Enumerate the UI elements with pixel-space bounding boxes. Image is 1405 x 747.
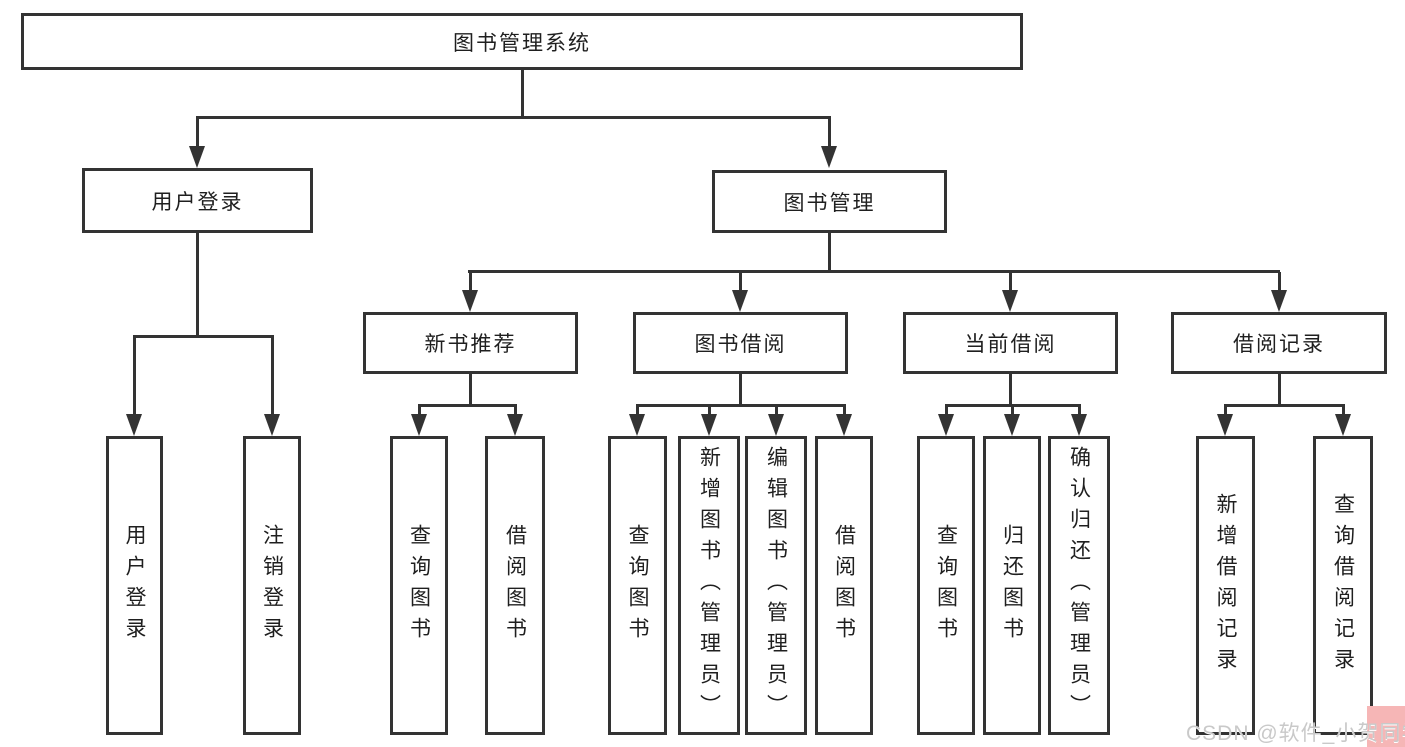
node-bb-query-books: 查询图书 [608, 436, 667, 735]
watermark-highlight [1367, 706, 1405, 747]
connector-line [1011, 406, 1014, 416]
connector-line [1078, 406, 1081, 416]
connector-line [521, 68, 524, 118]
arrowhead-down [821, 146, 837, 168]
connector-line [1224, 406, 1227, 416]
arrowhead-down [629, 414, 645, 436]
node-logout-login: 注销登录 [243, 436, 301, 735]
connector-line [1278, 374, 1281, 406]
arrowhead-down [1071, 414, 1087, 436]
connector-line [468, 270, 1280, 273]
arrowhead-down [1004, 414, 1020, 436]
node-br-add-record: 新增借阅记录 [1196, 436, 1255, 735]
watermark: CSDN @软件_小贺同学 [1186, 722, 1405, 745]
arrowhead-down [126, 414, 142, 436]
connector-line [636, 404, 846, 407]
node-cb-query-books: 查询图书 [917, 436, 975, 735]
arrowhead-down [732, 290, 748, 312]
connector-line [739, 374, 742, 406]
node-nbr-borrow-books: 借阅图书 [485, 436, 545, 735]
arrowhead-down [462, 290, 478, 312]
connector-line [196, 118, 199, 146]
node-bb-edit-books-admin: 编辑图书（管理员） [745, 436, 807, 735]
arrowhead-down [1335, 414, 1351, 436]
connector-line [775, 406, 778, 416]
arrowhead-down [264, 414, 280, 436]
connector-line [133, 335, 274, 338]
node-cb-return-books: 归还图书 [983, 436, 1041, 735]
node-user-login-group: 用户登录 [82, 168, 313, 233]
node-cb-confirm-return-admin: 确认归还（管理员） [1048, 436, 1110, 735]
connector-line [945, 406, 948, 416]
node-nbr-query-books: 查询图书 [390, 436, 448, 735]
connector-line [636, 406, 639, 416]
connector-line [843, 406, 846, 416]
connector-line [1342, 406, 1345, 416]
arrowhead-down [836, 414, 852, 436]
connector-line [945, 404, 1081, 407]
arrowhead-down [938, 414, 954, 436]
arrowhead-down [189, 146, 205, 168]
connector-line [828, 233, 831, 272]
arrowhead-down [507, 414, 523, 436]
connector-line [514, 406, 517, 416]
connector-line [418, 404, 517, 407]
connector-line [469, 272, 472, 292]
connector-line [739, 272, 742, 292]
node-br-query-record: 查询借阅记录 [1313, 436, 1373, 735]
node-book-management: 图书管理 [712, 170, 947, 233]
connector-line [1009, 374, 1012, 406]
arrowhead-down [1217, 414, 1233, 436]
arrowhead-down [768, 414, 784, 436]
node-book-borrowing: 图书借阅 [633, 312, 848, 374]
connector-line [1278, 272, 1281, 292]
arrowhead-down [411, 414, 427, 436]
connector-line [418, 406, 421, 416]
node-user-login: 用户登录 [106, 436, 163, 735]
connector-line [1009, 272, 1012, 292]
node-library-management-system: 图书管理系统 [21, 13, 1023, 70]
connector-line [1224, 404, 1345, 407]
node-current-borrowing: 当前借阅 [903, 312, 1118, 374]
node-bb-add-books-admin: 新增图书（管理员） [678, 436, 740, 735]
connector-line [196, 233, 199, 337]
arrowhead-down [1271, 290, 1287, 312]
connector-line [271, 338, 274, 414]
connector-line [133, 338, 136, 414]
connector-line [469, 374, 472, 406]
node-borrowing-records: 借阅记录 [1171, 312, 1387, 374]
node-bb-borrow-books: 借阅图书 [815, 436, 873, 735]
arrowhead-down [701, 414, 717, 436]
connector-line [828, 118, 831, 146]
connector-line [196, 116, 831, 119]
arrowhead-down [1002, 290, 1018, 312]
node-new-book-recommend: 新书推荐 [363, 312, 578, 374]
connector-line [708, 406, 711, 416]
